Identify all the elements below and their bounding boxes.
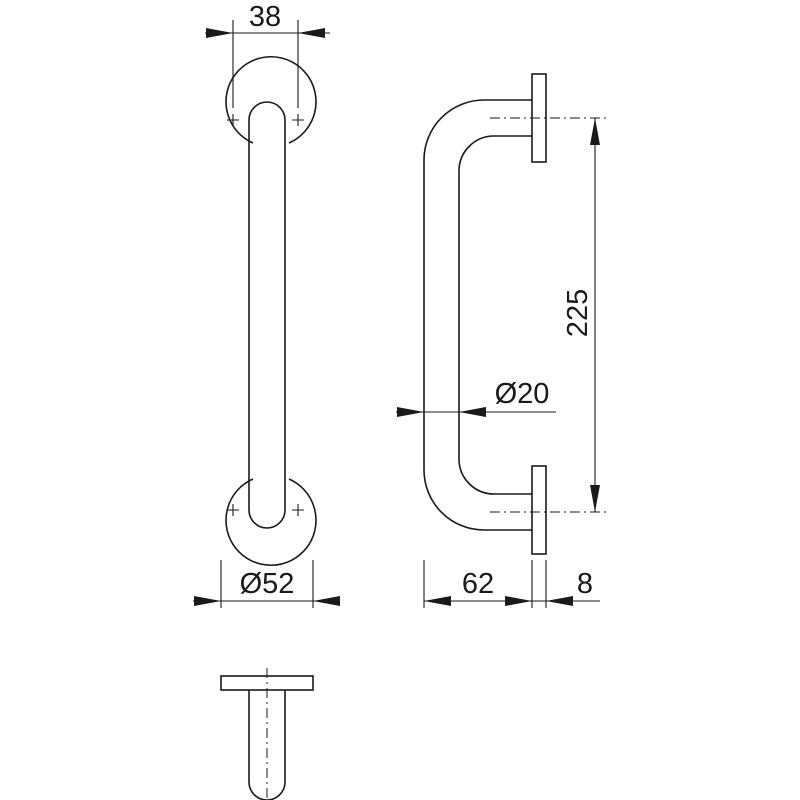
dim20-arrow-right (459, 407, 486, 417)
dim38-label: 38 (249, 1, 281, 33)
dim52-arrow-left (194, 596, 221, 606)
top-rose-outline (225, 55, 317, 144)
dimension-rose-hole-spacing: 38 (205, 1, 330, 108)
side-view: 225 Ø20 62 8 (396, 73, 608, 608)
front-bar-outline (248, 101, 286, 529)
screw-bottom-right (292, 504, 304, 516)
screw-top-left (227, 114, 239, 126)
side-bar-inner (458, 135, 532, 495)
dim62-arrow-left (424, 596, 451, 606)
dim20-label: Ø20 (495, 378, 550, 410)
dim52-label: Ø52 (240, 568, 295, 600)
dim62-arrow-right (505, 596, 532, 606)
dimension-center-distance: 225 (562, 118, 600, 512)
top-view-bar (248, 690, 286, 800)
dim225-arrow-top (590, 118, 600, 145)
dimension-bar-diameter: Ø20 (396, 378, 556, 417)
dim52-arrow-right (313, 596, 340, 606)
dimension-projection: 62 8 (423, 560, 600, 608)
dim8-label: 8 (577, 568, 593, 600)
dim225-label: 225 (562, 289, 594, 337)
dim38-arrow-right (298, 28, 325, 38)
front-view: 38 Ø52 (193, 1, 340, 608)
bottom-rose-outline (225, 478, 317, 567)
dim20-arrow-left (397, 407, 424, 417)
screw-top-right (292, 114, 304, 126)
dim8-arrow-right (546, 596, 573, 606)
bottom-rose-plate (531, 465, 547, 555)
dim225-arrow-bottom (590, 485, 600, 512)
screw-marks (227, 114, 304, 516)
dim38-arrow-left (206, 28, 233, 38)
dimension-rose-diameter: Ø52 (193, 560, 340, 608)
screw-bottom-left (227, 504, 239, 516)
side-bar-outer (423, 99, 532, 531)
top-view (220, 668, 314, 800)
dim62-label: 62 (462, 568, 494, 600)
